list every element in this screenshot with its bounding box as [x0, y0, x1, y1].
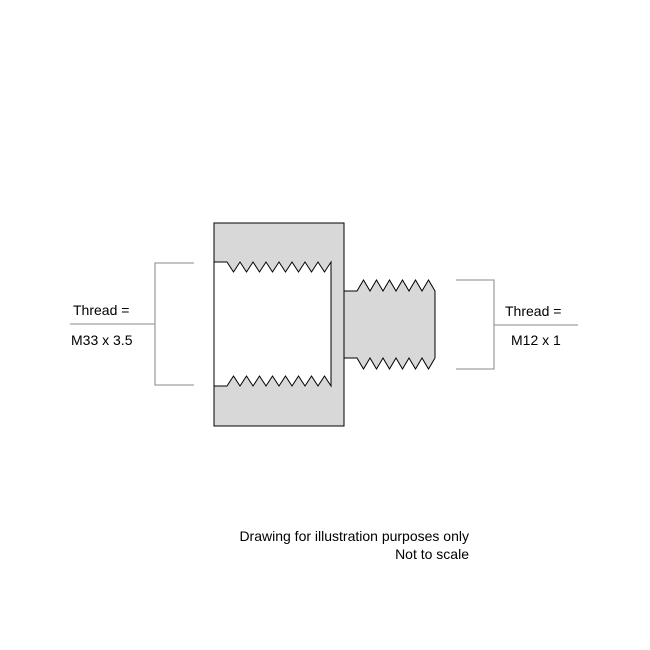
right-thread-value: M12 x 1 — [511, 332, 561, 348]
male-thread-stud — [343, 279, 436, 370]
left-thread-value: M33 x 3.5 — [71, 332, 133, 348]
illustration-note: Drawing for illustration purposes only — [239, 528, 469, 544]
right-thread-label: Thread = — [505, 303, 562, 319]
scale-note: Not to scale — [395, 546, 469, 562]
right-dimension-bracket — [456, 279, 495, 370]
left-dimension-bracket — [154, 262, 194, 386]
left-thread-label: Thread = — [73, 302, 130, 318]
female-thread-bore — [213, 260, 332, 388]
